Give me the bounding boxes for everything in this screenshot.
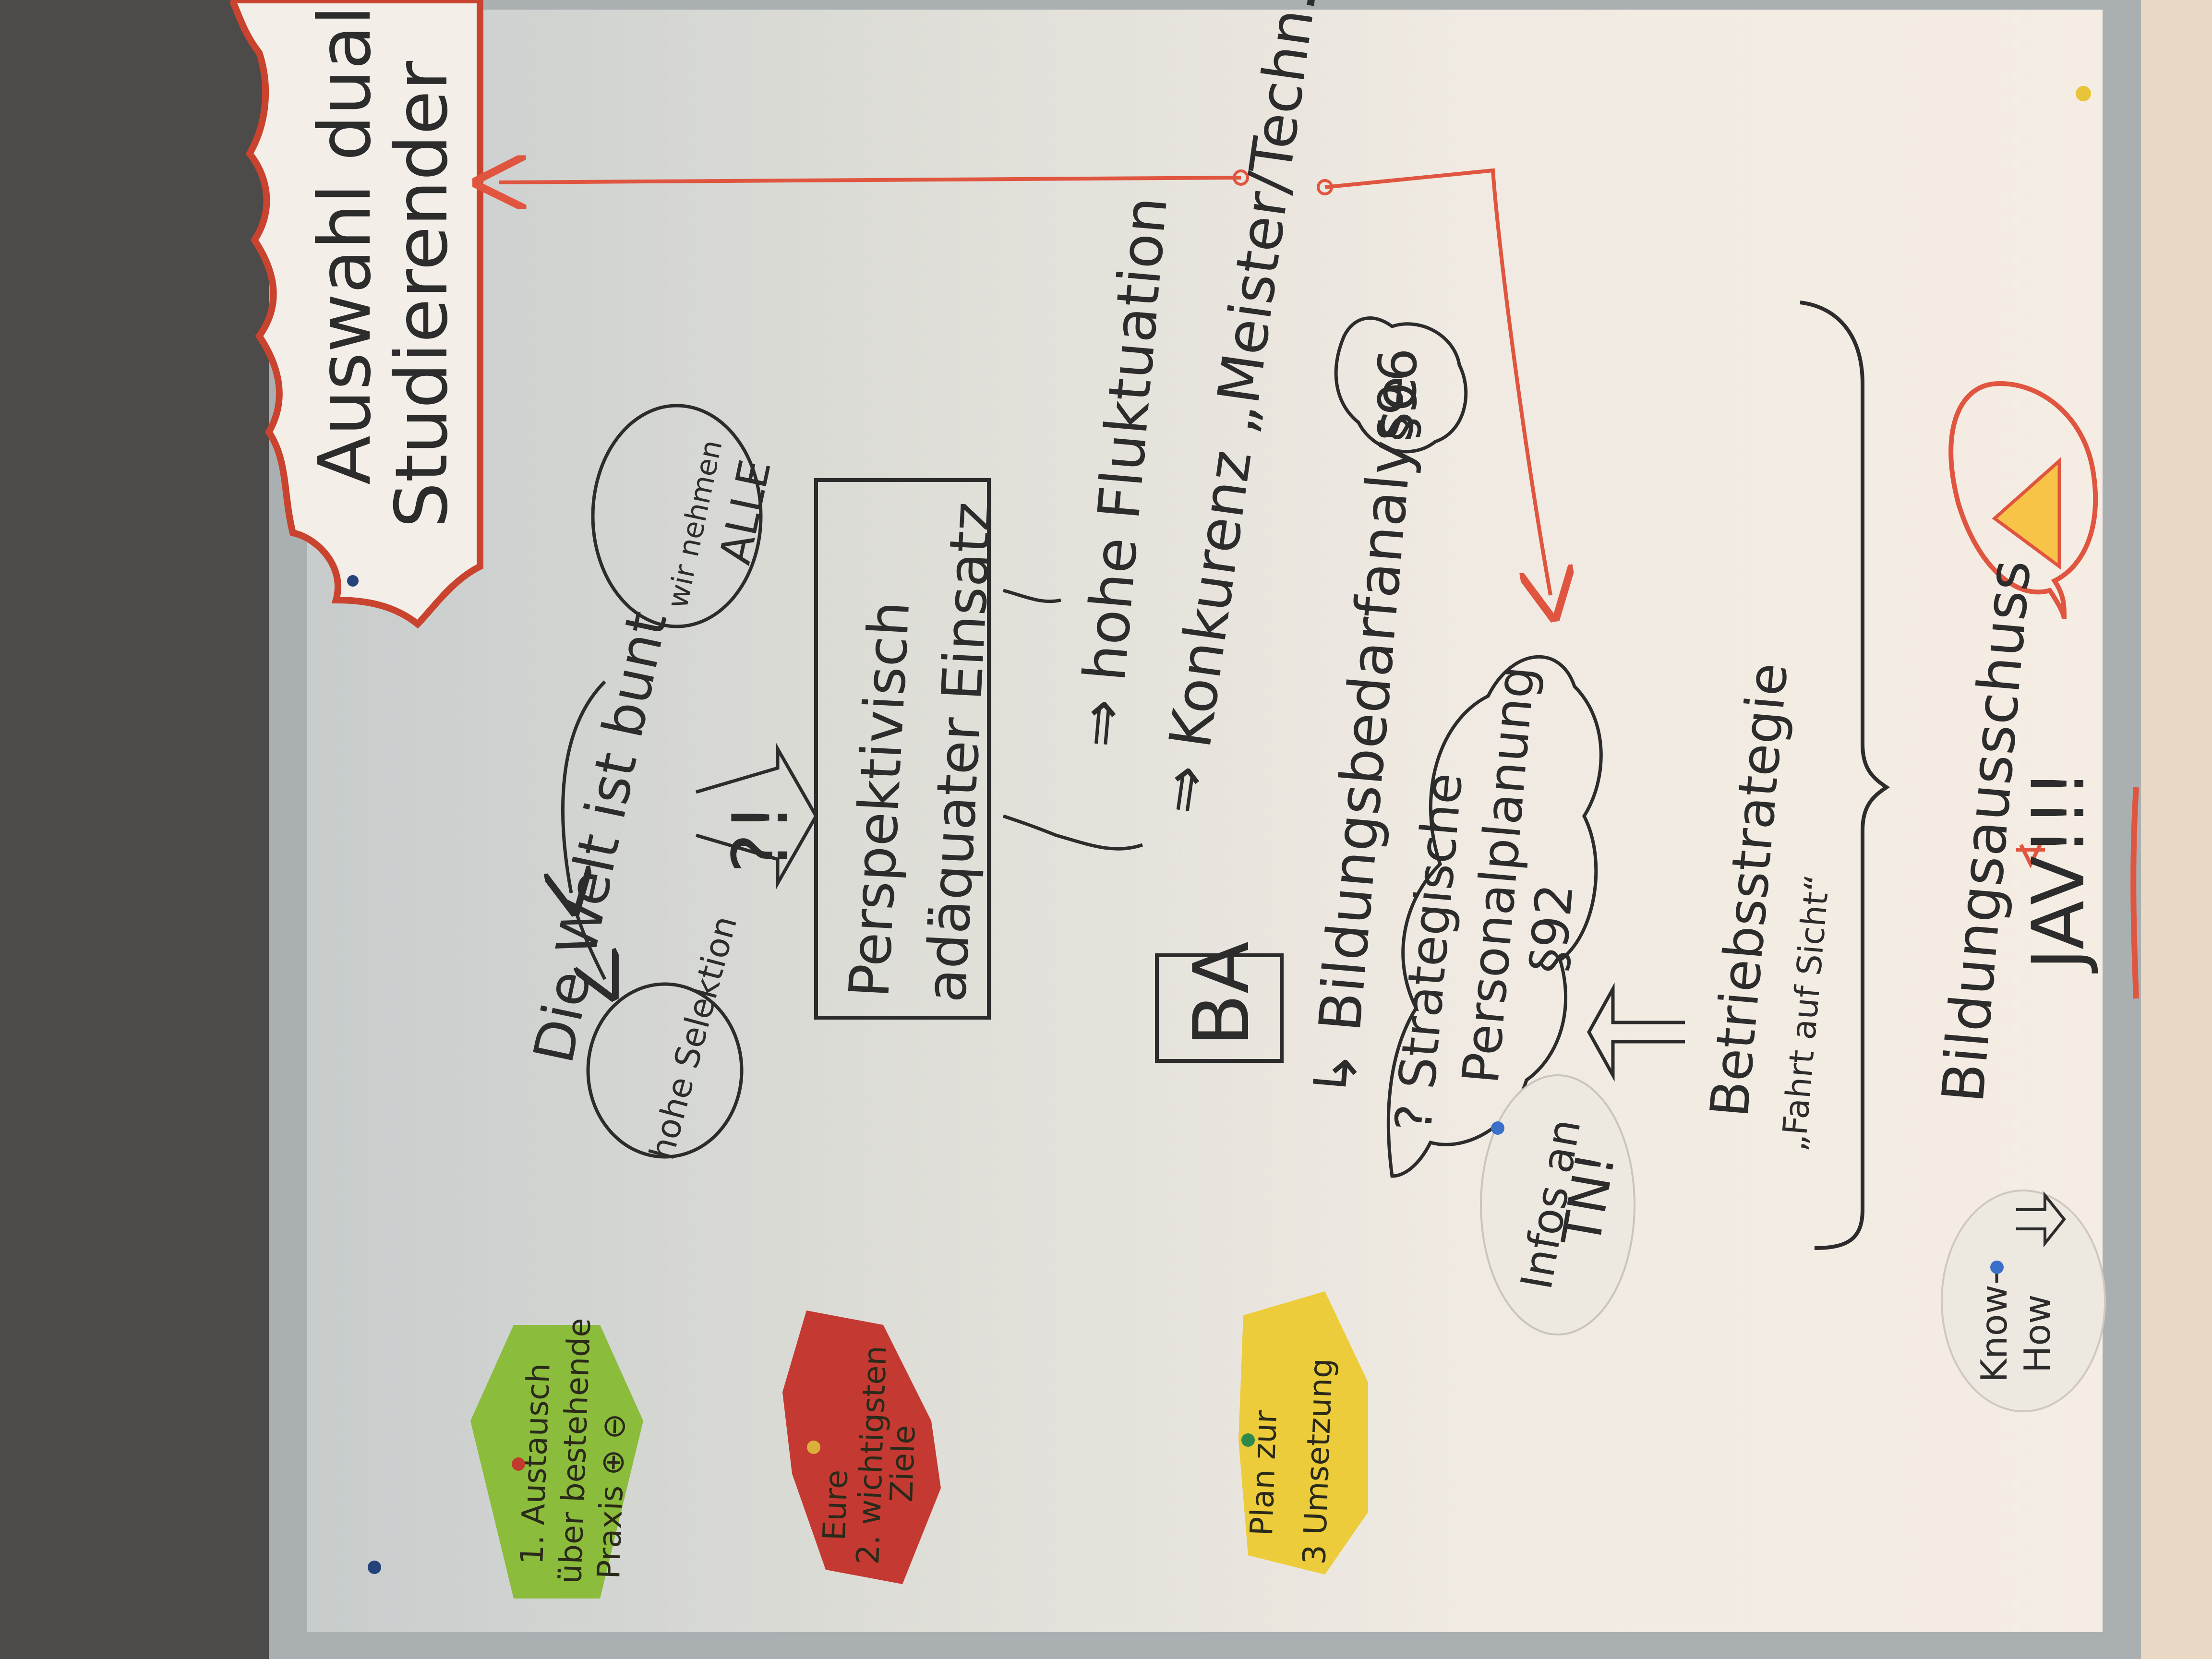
- world-question: Die Welt ist bunt: [521, 606, 680, 1068]
- title-cloud: [228, 0, 483, 629]
- card-green: 1. Austausch über bestehende Praxis ⊕ ⊖: [470, 1317, 643, 1599]
- strategic-line3: §92: [1518, 881, 1585, 975]
- pin-icon: [2076, 86, 2091, 101]
- card-red-line2: 2. wichtigsten: [850, 1345, 894, 1565]
- point-konkurrenz: ⇒ Konkurenz „Meister/Techn.: [1148, 0, 1329, 818]
- title-line2: Studierender: [380, 61, 464, 528]
- card-yellow: Plan zur 3 Umsetzung: [1238, 1291, 1368, 1575]
- company-strategy-line2: „Fahrt auf Sicht“: [1774, 873, 1837, 1153]
- red-arrow-to-title: [499, 178, 1241, 182]
- right-brace: [1800, 301, 1890, 1250]
- arrow-to-selektion: [576, 911, 605, 979]
- knowhow-arrow: [2016, 1191, 2066, 1248]
- ba-box: [1155, 953, 1284, 1063]
- point-fluktuation: ⇒ hohe Fluktuation: [1066, 194, 1180, 750]
- title-line1: Auswahl dual.: [303, 0, 387, 485]
- red-arrow-to-analysis: [1324, 168, 1551, 595]
- pin-icon: [512, 1457, 525, 1471]
- pin-icon: [347, 575, 359, 587]
- perspective-box: [814, 478, 991, 1020]
- high-selection-label: hohe Selektion: [642, 912, 745, 1164]
- pin-icon: [1241, 1433, 1255, 1447]
- question-exclamation: ?!: [716, 802, 805, 874]
- double-arrow-up: [1587, 982, 1685, 1082]
- red-arrow-start-dot: [1233, 169, 1249, 186]
- card-yellow-line1: Plan zur: [1244, 1410, 1284, 1537]
- para96-label: §96: [1367, 348, 1429, 442]
- arrow-to-wir-nehmen: [563, 680, 606, 893]
- card-green-line3: Praxis ⊕ ⊖: [591, 1413, 633, 1580]
- warning-triangle-icon: [1992, 457, 2061, 570]
- card-red-line3: Ziele: [884, 1424, 923, 1503]
- red-connector-dot: [1317, 179, 1333, 195]
- para96-cloud: [1334, 316, 1468, 454]
- perspective-brace: [1002, 589, 1143, 851]
- card-red: Eure 2. wichtigsten Ziele: [782, 1310, 941, 1584]
- knowhow-bubble: [1941, 1190, 2106, 1412]
- double-arrow-icon: [2016, 844, 2045, 868]
- jav-underline: [2130, 787, 2139, 999]
- strategic-line2: Personalplanung: [1451, 663, 1546, 1086]
- card-yellow-line2: 3 Umsetzung: [1297, 1358, 1340, 1565]
- ba-label: BA: [1177, 941, 1266, 1046]
- infos-bubble: [1480, 1074, 1635, 1335]
- jav-label: JAV!!!: [2017, 769, 2101, 974]
- perspective-line1: Perspektivisch: [837, 600, 922, 999]
- perspective-line2: adäquater Einsatz: [914, 501, 1004, 1004]
- card-red-line1: Eure: [817, 1469, 855, 1541]
- take-all-circle: [591, 404, 763, 628]
- knowhow-line1: Know-: [1973, 1272, 2015, 1382]
- high-selection-circle: [586, 982, 744, 1159]
- pin-icon: [1990, 1261, 2004, 1274]
- pin-icon: [1491, 1121, 1504, 1135]
- pin-icon: [368, 1561, 381, 1574]
- warning-bubble: [1948, 381, 2098, 620]
- pin-icon: [807, 1441, 820, 1454]
- knowhow-line2: How: [2016, 1294, 2058, 1373]
